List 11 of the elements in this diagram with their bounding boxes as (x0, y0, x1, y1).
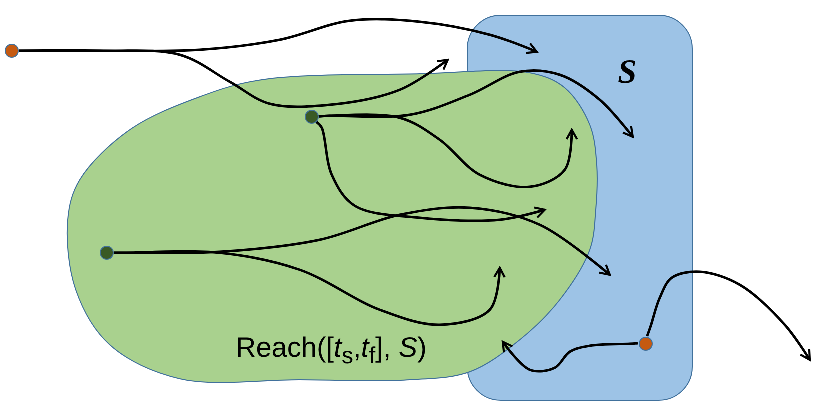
trajectory-arrow (318, 114, 578, 188)
trajectory-start-dot (639, 337, 653, 351)
trajectory-arrow (19, 18, 538, 54)
set-label: S (618, 54, 637, 92)
trajectory-arrow (316, 121, 546, 222)
trajectory-start-dot (5, 44, 19, 58)
trajectory-arrow (114, 250, 506, 326)
reach-set-label: Reach([t$_{s}$,t$_{f}$], S) (236, 332, 427, 370)
trajectory-arrow (18, 49, 450, 108)
trajectory-arrow (502, 340, 638, 373)
trajectory-arrow (646, 270, 812, 362)
